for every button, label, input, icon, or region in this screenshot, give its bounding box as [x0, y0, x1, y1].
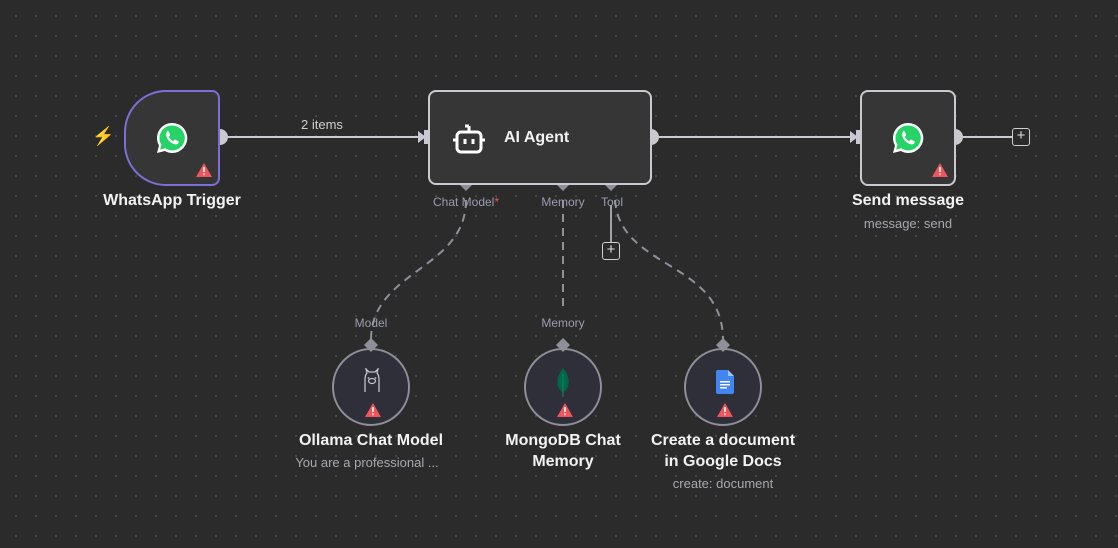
- robot-icon: [453, 124, 485, 154]
- edge-agent-input-arrow: [418, 131, 426, 143]
- ollama-chat-model-node[interactable]: [332, 348, 410, 426]
- send-message-node[interactable]: [860, 90, 956, 186]
- warning-icon: [557, 403, 573, 417]
- mongodb-port-label: Memory: [541, 316, 585, 330]
- trigger-lightning-icon: ⚡: [92, 126, 115, 146]
- google-docs-node[interactable]: [684, 348, 762, 426]
- agent-input-handle[interactable]: [424, 130, 430, 144]
- whatsapp-trigger-node[interactable]: [124, 90, 220, 186]
- mongodb-title-line2: Memory: [532, 453, 594, 470]
- warning-icon: [717, 403, 733, 417]
- google-docs-title-line2: in Google Docs: [664, 453, 782, 470]
- edge-items-label: 2 items: [301, 117, 343, 132]
- send-message-title: Send message: [851, 192, 965, 209]
- ollama-port-label: Model: [354, 316, 388, 330]
- chat-model-label: Chat Model: [432, 195, 495, 209]
- required-mark: *: [494, 195, 500, 209]
- google-docs-input-port[interactable]: [715, 337, 731, 353]
- edge-send-input-arrow: [850, 131, 858, 143]
- ai-agent-node[interactable]: AI Agent: [428, 90, 652, 185]
- whatsapp-icon: [156, 122, 188, 153]
- warning-icon: [932, 163, 948, 177]
- mongodb-title-line1: MongoDB Chat: [505, 432, 621, 449]
- add-tool-button[interactable]: +: [602, 242, 620, 260]
- ollama-subtitle: You are a professional ...: [295, 455, 439, 470]
- google-docs-subtitle: create: document: [672, 476, 774, 491]
- warning-icon: [196, 163, 212, 177]
- send-input-handle[interactable]: [856, 130, 862, 144]
- add-node-button[interactable]: +: [1012, 128, 1030, 146]
- tool-port-label: Tool: [600, 195, 624, 209]
- google-docs-title-line1: Create a document: [650, 432, 796, 449]
- ollama-input-port[interactable]: [363, 337, 379, 353]
- edge-gdocs-agent[interactable]: [614, 199, 724, 341]
- memory-port-label: Memory: [541, 195, 585, 209]
- chat-model-port-label: Chat Model*: [433, 195, 499, 209]
- send-message-subtitle: message: send: [863, 216, 953, 231]
- mongodb-chat-memory-node[interactable]: [524, 348, 602, 426]
- whatsapp-icon: [892, 122, 924, 153]
- warning-icon: [365, 403, 381, 417]
- google-docs-icon: [716, 370, 734, 394]
- mongodb-input-port[interactable]: [555, 337, 571, 353]
- ai-agent-title: AI Agent: [504, 129, 570, 146]
- ollama-title: Ollama Chat Model: [298, 432, 444, 449]
- ollama-llama-icon: [364, 368, 380, 392]
- edge-ollama-agent[interactable]: [370, 199, 467, 341]
- mongodb-leaf-icon: [557, 368, 569, 397]
- whatsapp-trigger-title: WhatsApp Trigger: [103, 192, 241, 209]
